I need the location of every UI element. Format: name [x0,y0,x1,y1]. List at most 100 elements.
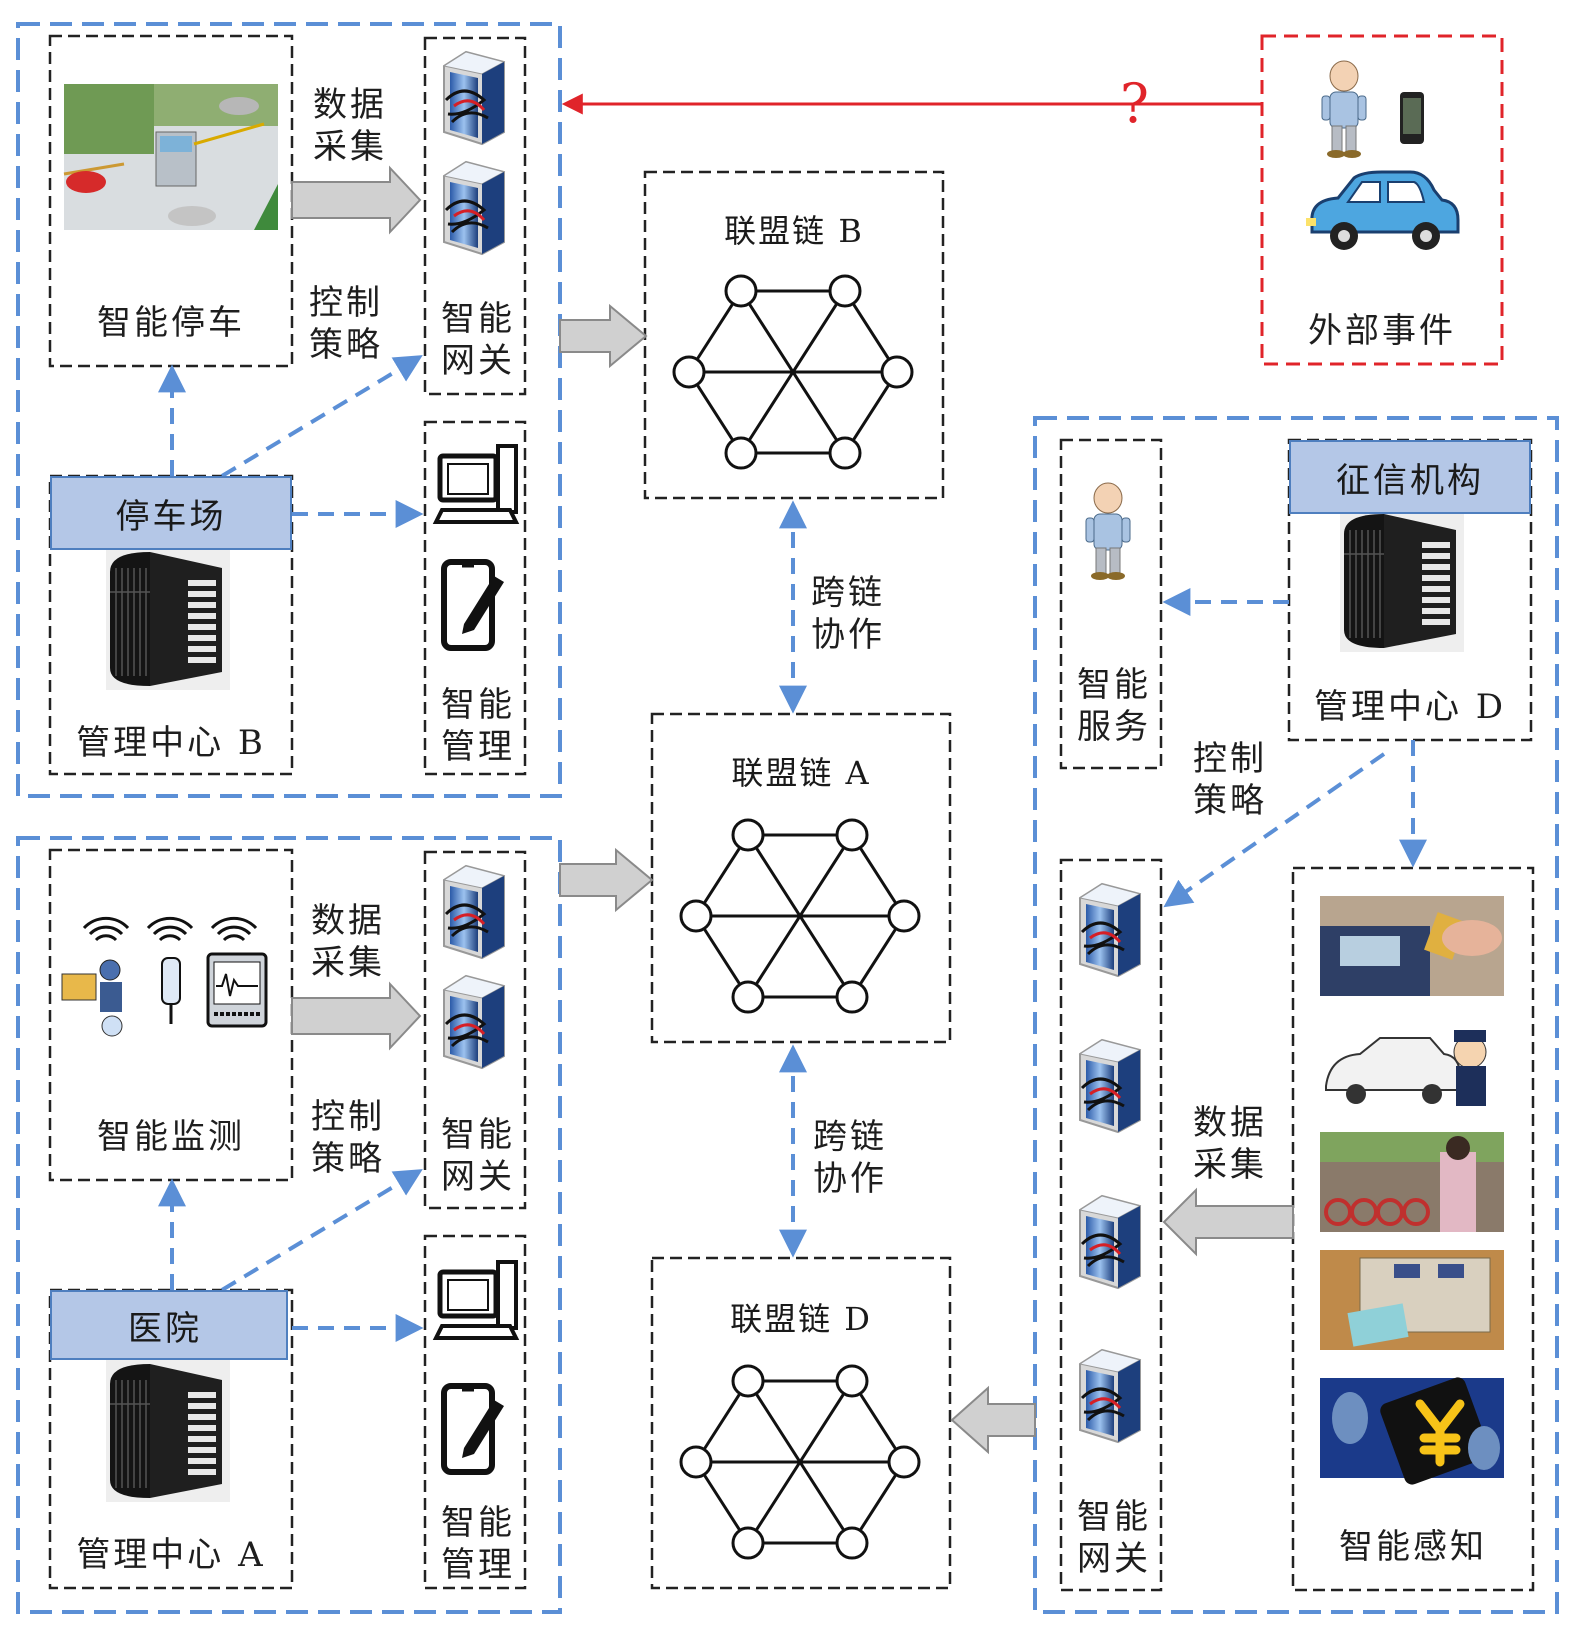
hex-network [672,274,914,470]
chain-node [835,1526,869,1560]
org-parking-lot: 停车场 [50,476,292,550]
cross-chain-label: 跨链协作 [811,573,885,655]
sense-label: 智能感知 [1339,1527,1487,1567]
chain-node [679,1445,713,1479]
monitor-label: 智能监测 [97,1117,245,1157]
external-event-label: 外部事件 [1308,311,1456,351]
hex-network [679,1364,921,1560]
phone-icon [1400,92,1424,144]
chain-node [731,818,765,852]
hex-network [679,818,921,1014]
medical-device-icon [61,916,268,1037]
center-b-label: 管理中心 B [76,723,266,763]
control-policy-label: 控制策略 [311,1097,385,1179]
chain-node [731,1364,765,1398]
data-collect-label: 数据采集 [311,901,385,983]
gateway-b-box [423,36,527,396]
mobile-pay-photo [1320,1377,1504,1485]
computer-icon [432,1260,520,1340]
group-d-border [1033,416,1559,1614]
server-icon [442,50,506,146]
tablet-pen-icon [441,559,504,651]
pos-payment-photo [1320,896,1504,996]
arrow-hospital-to-gateway [220,1169,423,1292]
parking-lot-photo [63,84,278,230]
server-icon [1078,1194,1142,1290]
center-d-label: 管理中心 D [1313,687,1507,727]
control-policy-label: 控制策略 [1193,739,1267,821]
service-box [1059,438,1163,770]
arrow-groupb-to-chainb [559,303,648,369]
gateway-a-box [423,850,527,1210]
manage-label: 智能管理 [441,685,515,767]
chain-d-title: 联盟链 D [730,1300,872,1338]
chain-node [724,274,758,308]
arrow-groupa-to-chaina [559,847,654,913]
server-icon [1078,882,1142,978]
chain-a-box [650,712,952,1044]
arrow-groupd-to-chaind [950,1385,1036,1455]
chain-node [731,1526,765,1560]
chain-node [887,1445,921,1479]
gateway-label: 智能网关 [441,1115,515,1197]
server-icon [442,160,506,256]
arrow-parking-to-gateway [291,165,422,235]
service-label: 智能服务 [1077,665,1151,747]
gateway-label: 智能网关 [441,299,515,381]
control-policy-label: 控制策略 [309,283,383,365]
chain-node [724,436,758,470]
chain-networks [672,274,921,1560]
server-icons [442,50,1142,1444]
chain-node [672,355,706,389]
shared-bikes-photo [1320,1132,1504,1232]
person-icon [1321,60,1367,158]
arrow-credit-to-gateway [1163,752,1386,908]
org-credit-agency: 征信机构 [1289,440,1531,514]
chain-a-title: 联盟链 A [731,754,871,792]
keypad-photo [1320,1250,1504,1350]
manage-a-box [423,1234,527,1590]
chain-node [880,355,914,389]
computer-icon [432,444,520,524]
chain-node [828,274,862,308]
cross-chain-label: 跨链协作 [813,1117,887,1199]
arrow-sense-to-gateway [1162,1187,1294,1257]
building-icon [106,1360,230,1502]
org-hospital: 医院 [50,1290,288,1360]
car-icon [1306,170,1460,250]
chain-d-box [650,1256,952,1590]
parking-label: 智能停车 [97,303,245,343]
chain-node [835,818,869,852]
tablet-pen-icon [441,1383,504,1475]
external-border [1260,34,1504,366]
group-a-border [16,836,562,1614]
manage-label: 智能管理 [441,1503,515,1585]
building-icons [106,510,1464,1502]
chain-node [679,899,713,933]
center-a-label: 管理中心 A [76,1535,266,1575]
server-icon [442,974,506,1070]
arrow-monitor-to-gateway [291,981,422,1051]
police-photo [1320,1016,1504,1116]
building-icon [106,548,230,690]
data-collect-label: 数据采集 [313,85,387,167]
data-collect-label: 数据采集 [1193,1103,1267,1185]
manage-b-box [423,420,527,776]
server-icon [442,864,506,960]
arrow-parkinglot-to-gateway [220,355,423,478]
chain-b-title: 联盟链 B [724,212,864,250]
server-icon [1078,1038,1142,1134]
person-icon [1085,482,1131,580]
chain-node [835,1364,869,1398]
server-icon [1078,1348,1142,1444]
group-b-border [16,22,562,798]
chain-node [828,436,862,470]
sense-box [1291,866,1535,1592]
gateway-label: 智能网关 [1077,1497,1151,1579]
chain-node [835,980,869,1014]
building-icon [1340,510,1464,652]
chain-node [887,899,921,933]
unknown-mark: ? [1120,72,1149,135]
chain-node [731,980,765,1014]
